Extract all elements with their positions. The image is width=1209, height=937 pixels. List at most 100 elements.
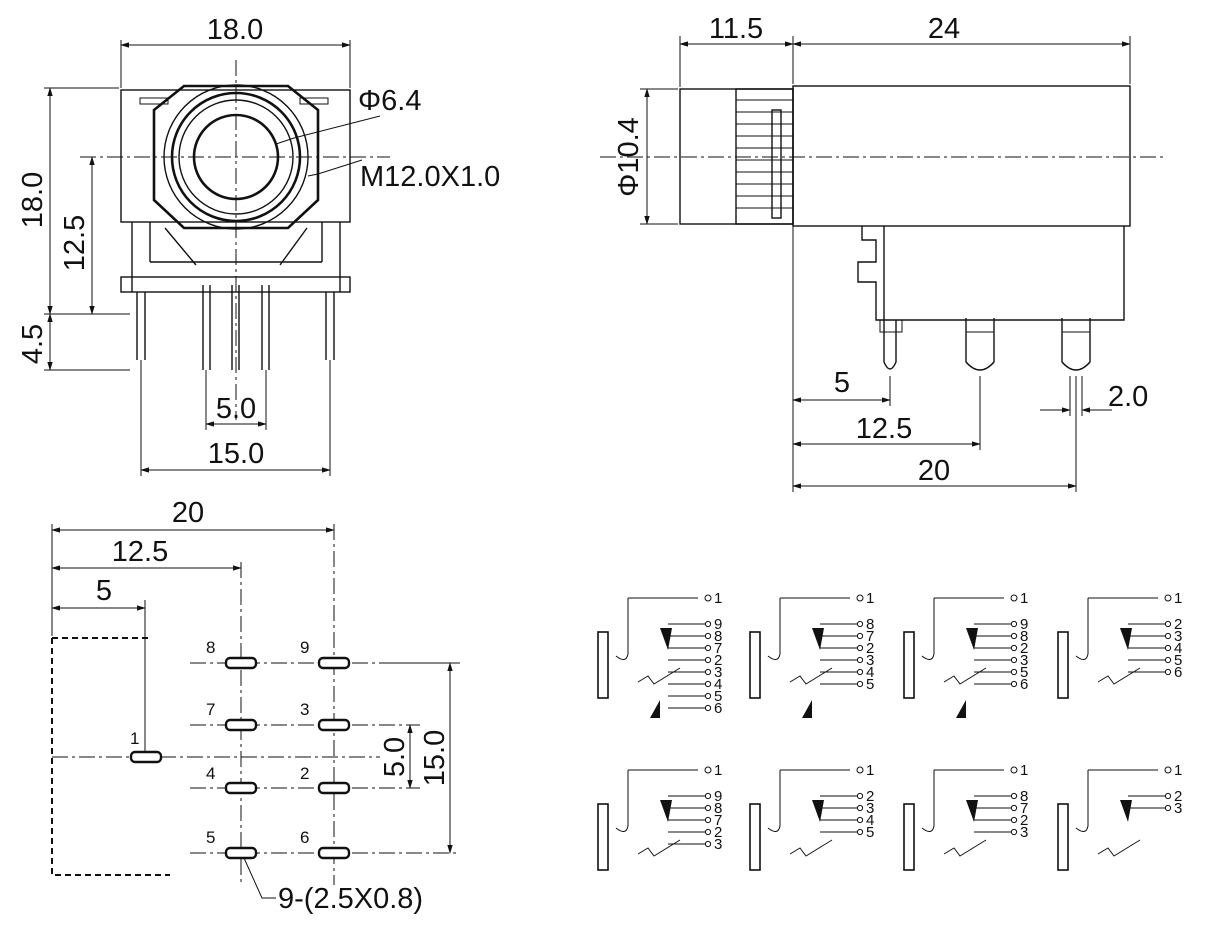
- pad-label: 9: [300, 638, 309, 657]
- schematic-pin-label: 2: [1174, 788, 1182, 805]
- hex-nut: [152, 84, 320, 230]
- dim-front-center-height: 12.5: [59, 215, 91, 271]
- side-body: [792, 85, 1131, 227]
- schematic-pin-label: 5: [866, 824, 874, 841]
- schematic-pin-label: 5: [866, 676, 874, 693]
- schematic-pin-label: 2: [866, 640, 874, 657]
- pcb-outline: [51, 638, 170, 876]
- dim-side-body: 24: [928, 13, 960, 45]
- schematic-pin-label: 1: [714, 590, 722, 607]
- dim-front-pin-length: 4.5: [17, 324, 49, 364]
- schematic-pin-label: 7: [1020, 800, 1028, 817]
- dim-side-pin-12-5: 12.5: [856, 413, 912, 445]
- dim-pcb-20: 20: [172, 497, 204, 529]
- schematic-pin-label: 8: [1020, 628, 1028, 645]
- pad-size-note: 9-(2.5X0.8): [278, 883, 423, 915]
- schematic-pin-label: 1: [1020, 590, 1028, 607]
- pad-3: [317, 718, 351, 732]
- dim-side-pin-5: 5: [834, 367, 850, 399]
- schematic-pin-label: 3: [866, 652, 874, 669]
- pad-label: 2: [300, 764, 309, 783]
- schematic-pin-label: 6: [1174, 664, 1182, 681]
- dim-front-width: 18.0: [207, 14, 263, 46]
- schematic-pin-label: 8: [714, 800, 722, 817]
- schematic-pin-label: 2: [714, 824, 722, 841]
- schematic-pin-label: 9: [714, 788, 722, 805]
- front-view: 18.0 18.0 12.5 4.5 5.0 15.0 Φ6.4 M12.0X1…: [17, 14, 500, 476]
- schematic-pin-label: 2: [1020, 812, 1028, 829]
- dim-side-diameter: Φ10.4: [613, 117, 645, 197]
- schematic-pin-label: 3: [1174, 628, 1182, 645]
- schematic-pin-label: 9: [714, 616, 722, 633]
- pad-label: 5: [206, 828, 215, 847]
- dim-pcb-15-0: 15.0: [419, 730, 451, 786]
- schematic-pin-label: 2: [1174, 616, 1182, 633]
- pad-1: [129, 750, 163, 764]
- pad-4: [224, 781, 258, 795]
- schematic-pin-label: 6: [1020, 676, 1028, 693]
- schematic-pin-label: 1: [1174, 590, 1182, 607]
- schematic-pin-label: 7: [714, 812, 722, 829]
- schematic-pin-label: 1: [866, 590, 874, 607]
- schematic-pin-label: 3: [714, 836, 722, 853]
- dim-bore-diameter: Φ6.4: [358, 85, 421, 117]
- dim-side-nose: 11.5: [709, 13, 763, 45]
- schematic-pin-label: 4: [714, 676, 722, 693]
- dim-side-pin-width: 2.0: [1108, 381, 1148, 413]
- schematic-grid: 1987234561872345198235612345619872312345…: [597, 590, 1182, 871]
- schematic-pin-label: 5: [1020, 664, 1028, 681]
- schematic-pin-label: 1: [866, 762, 874, 779]
- pad-label: 7: [206, 700, 215, 719]
- schematic-pin-label: 6: [714, 700, 722, 717]
- pad-label: 6: [300, 828, 309, 847]
- dim-front-height: 18.0: [17, 172, 49, 228]
- side-view: 11.5 24 Φ10.4 5 12.5 20 2.0: [600, 13, 1165, 492]
- dim-front-pin-spacing: 5.0: [216, 393, 256, 425]
- schematic-pin-label: 9: [1020, 616, 1028, 633]
- schematic-pin-label: 8: [714, 628, 722, 645]
- schematic-pin-label: 8: [1020, 788, 1028, 805]
- schematic-pin-label: 5: [714, 688, 722, 705]
- schematic-pin-label: 7: [866, 628, 874, 645]
- dim-pcb-12-5: 12.5: [112, 536, 168, 568]
- schematic-pin-label: 8: [866, 616, 874, 633]
- pad-9: [317, 656, 351, 670]
- schematic-pin-label: 4: [866, 812, 874, 829]
- dim-front-pin-span: 15.0: [208, 438, 264, 470]
- pad-5: [224, 846, 258, 860]
- schematic-pin-label: 1: [1020, 762, 1028, 779]
- schematic-pin-label: 4: [866, 664, 874, 681]
- schematic-pin-label: 2: [1020, 640, 1028, 657]
- schematic-pin-label: 3: [1174, 800, 1182, 817]
- schematic-pin-label: 3: [866, 800, 874, 817]
- schematic-pin-label: 3: [714, 664, 722, 681]
- pad-6: [317, 846, 351, 860]
- schematic-pin-label: 1: [1174, 762, 1182, 779]
- pad-label: 1: [130, 729, 139, 748]
- pad-7: [224, 718, 258, 732]
- schematic-pin-label: 2: [714, 652, 722, 669]
- dim-side-pin-20: 20: [918, 455, 950, 487]
- pad-8: [224, 656, 258, 670]
- pad-label: 4: [206, 764, 215, 783]
- schematic-pin-label: 1: [714, 762, 722, 779]
- dim-thread-spec: M12.0X1.0: [360, 161, 500, 193]
- jack-schematic: 1 23: [1057, 762, 1182, 871]
- dim-pcb-5: 5: [96, 575, 112, 607]
- pad-2: [317, 781, 351, 795]
- schematic-pin-label: 2: [866, 788, 874, 805]
- schematic-pin-label: 3: [1020, 824, 1028, 841]
- pad-label: 8: [206, 638, 215, 657]
- pad-label: 3: [300, 700, 309, 719]
- schematic-pin-label: 5: [1174, 652, 1182, 669]
- schematic-pin-label: 4: [1174, 640, 1182, 657]
- schematic-pin-label: 3: [1020, 652, 1028, 669]
- pcb-layout: 20 12.5 5 5.0 15.0 1 8 9 7 3 4 2 5 6 9-(…: [51, 497, 460, 915]
